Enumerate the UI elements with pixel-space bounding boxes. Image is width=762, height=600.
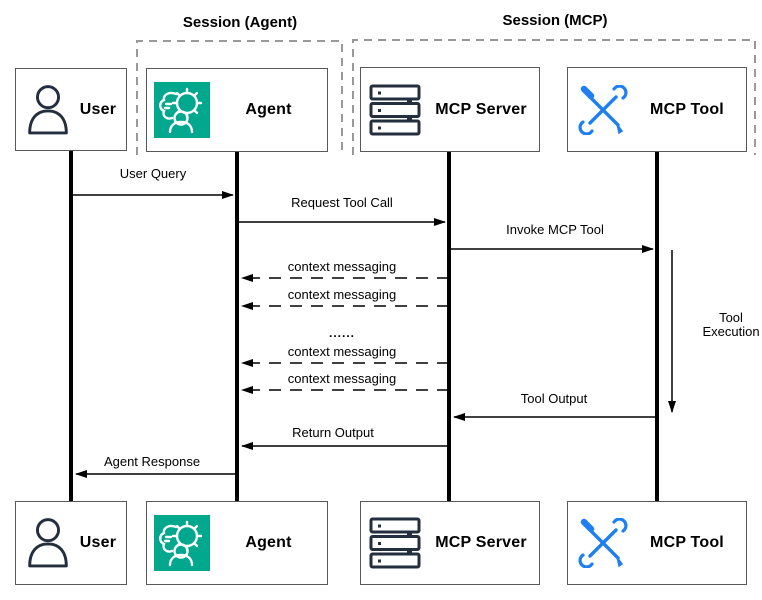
actor-user-label: User bbox=[79, 100, 117, 118]
message-tool-output: Tool Output bbox=[520, 391, 588, 406]
message-request-tool-call: Request Tool Call bbox=[291, 195, 393, 210]
actor-mcp-tool-label: MCP Tool bbox=[650, 100, 724, 118]
message-context-messaging-1: context messaging bbox=[287, 259, 397, 274]
actor-agent-label: Agent bbox=[245, 534, 292, 551]
person-icon bbox=[26, 516, 70, 570]
actor-user-top: User bbox=[15, 68, 127, 151]
server-icon bbox=[369, 517, 423, 569]
session-mcp-title: Session (MCP) bbox=[502, 12, 608, 29]
session-agent-frame bbox=[136, 40, 343, 155]
crossed-tools-icon bbox=[578, 518, 628, 568]
crossed-tools-icon bbox=[578, 84, 628, 135]
message-ellipsis: ...... bbox=[328, 326, 356, 340]
message-context-messaging-4: context messaging bbox=[287, 371, 397, 386]
message-user-query: User Query bbox=[119, 166, 187, 181]
session-mcp-frame bbox=[352, 39, 756, 155]
actor-user-bottom: User bbox=[15, 501, 127, 585]
message-agent-response: Agent Response bbox=[103, 454, 201, 469]
agent-icon bbox=[154, 515, 210, 571]
message-tool-execution: Tool Execution bbox=[702, 310, 760, 339]
message-context-messaging-3: context messaging bbox=[287, 344, 397, 359]
actor-mcp-server-label: MCP Server bbox=[435, 534, 527, 551]
actor-mcp-server-label: MCP Server bbox=[435, 100, 527, 118]
actor-mcp-server-top: MCP Server bbox=[360, 67, 540, 152]
session-agent-title: Session (Agent) bbox=[182, 14, 298, 31]
server-icon bbox=[369, 84, 423, 136]
message-invoke-mcp-tool: Invoke MCP Tool bbox=[506, 222, 604, 237]
actor-agent-top: Agent bbox=[146, 68, 328, 152]
actor-user-label: User bbox=[79, 534, 117, 551]
actor-agent-label: Agent bbox=[245, 101, 292, 118]
agent-icon bbox=[154, 82, 210, 138]
actor-mcp-tool-bottom: MCP Tool bbox=[567, 501, 747, 585]
message-return-output: Return Output bbox=[292, 425, 374, 440]
actor-mcp-tool-top: MCP Tool bbox=[567, 67, 747, 152]
message-context-messaging-2: context messaging bbox=[287, 287, 397, 302]
person-icon bbox=[26, 83, 70, 137]
actor-mcp-tool-label: MCP Tool bbox=[650, 534, 724, 551]
actor-mcp-server-bottom: MCP Server bbox=[360, 501, 540, 585]
actor-agent-bottom: Agent bbox=[146, 501, 328, 585]
